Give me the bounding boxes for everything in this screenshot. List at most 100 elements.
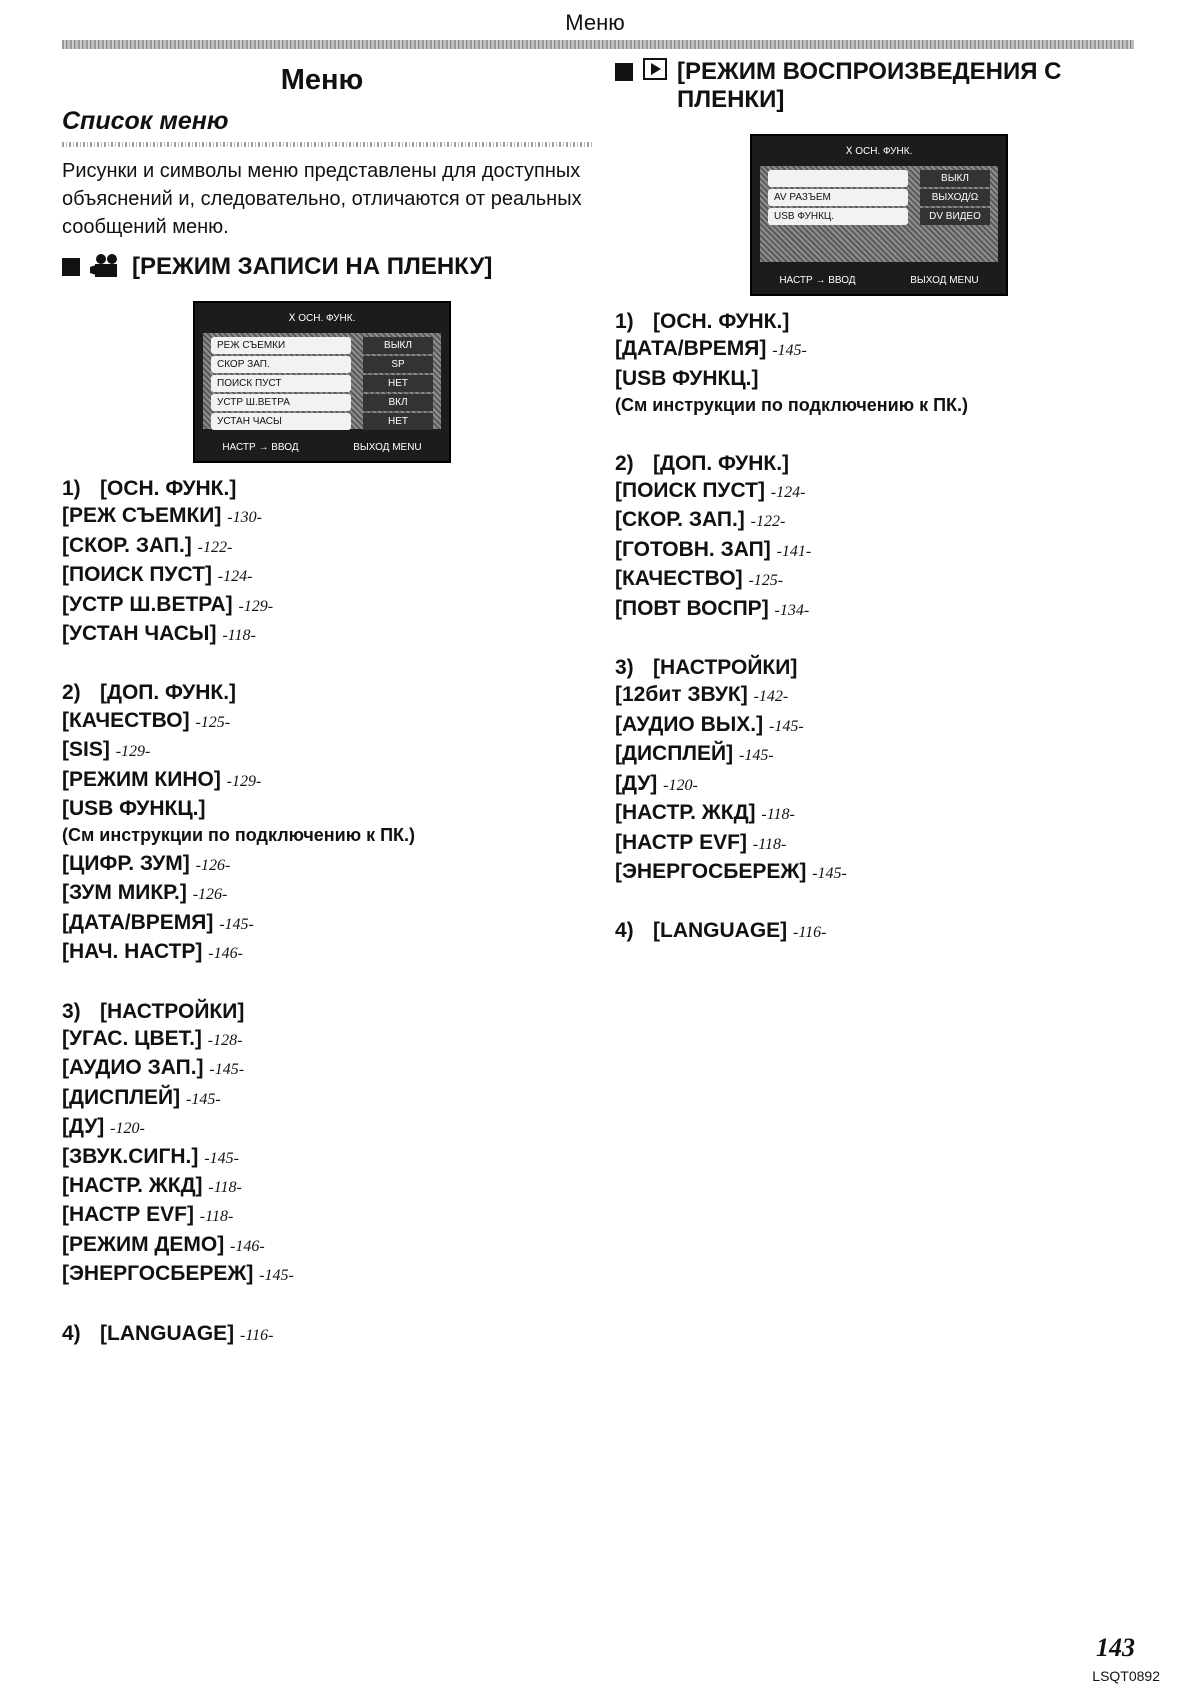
menu-item-label: [СКОР. ЗАП.] — [615, 508, 745, 532]
menu-item: [КАЧЕСТВО] -125- — [62, 707, 582, 736]
menu-item-label: [АУДИО ЗАП.] — [62, 1056, 204, 1080]
menu-group-heading: 3)[НАСТРОЙКИ] — [615, 654, 1155, 681]
menu-group-heading: 4)[LANGUAGE] -116- — [615, 917, 1155, 946]
menu-item-label: [ДУ] — [615, 771, 658, 795]
menu-item: [СКОР. ЗАП.] -122- — [62, 532, 582, 561]
page-ref: -125- — [748, 572, 784, 590]
page-ref: -142- — [753, 688, 789, 706]
group-number: 2) — [62, 681, 81, 705]
page-ref: -120- — [110, 1120, 145, 1138]
menu-item-label: [USB ФУНКЦ.] — [615, 366, 759, 390]
menu-item-label: [ПОИСК ПУСТ] — [62, 563, 212, 587]
menu-item: [12бит ЗВУК] -142- — [615, 681, 1155, 710]
page-ref: -145- — [768, 717, 804, 735]
menu-item-label: [НАСТР. ЖКД] — [62, 1173, 203, 1197]
screen-menu-value: DV ВИДЕО — [920, 208, 990, 225]
menu-item: [УГАС. ЦВЕТ.] -128- — [62, 1025, 582, 1054]
document-code: LSQT0892 — [1092, 1668, 1160, 1684]
menu-list-left: 1)[ОСН. ФУНК.][РЕЖ СЪЕМКИ] -130-[СКОР. З… — [62, 475, 582, 1349]
intro-text: Рисунки и символы меню представлены для … — [62, 160, 582, 238]
page-ref: -129- — [238, 597, 274, 615]
page-ref: -118- — [208, 1178, 242, 1196]
page-ref: -145- — [185, 1090, 221, 1108]
menu-item: [АУДИО ЗАП.] -145- — [62, 1054, 582, 1083]
menu-item-label: (См инструкции по подключению к ПК.) — [615, 395, 969, 416]
menu-item-label: [НАЧ. НАСТР] — [62, 940, 203, 964]
screen-footer-label: НАСТР → ВВОД — [222, 442, 299, 453]
page-ref: -129- — [115, 743, 151, 761]
menu-item: [УСТАН ЧАСЫ] -118- — [62, 620, 582, 649]
screen-menu-value: ВЫХОД/Ω — [920, 189, 990, 206]
menu-item-label: [ГОТОВН. ЗАП] — [615, 537, 771, 561]
menu-group: 2)[ДОП. ФУНК.][ПОИСК ПУСТ] -124-[СКОР. З… — [615, 450, 1155, 624]
menu-item-label: [КАЧЕСТВО] — [615, 567, 743, 591]
menu-item-label: [ДУ] — [62, 1115, 105, 1139]
screen-menu-row: СКОР ЗАП.SP — [211, 356, 433, 373]
page-ref: -126- — [195, 856, 231, 874]
page-ref: -130- — [227, 509, 262, 527]
menu-item-label: [ЦИФР. ЗУМ] — [62, 851, 190, 875]
page-ref: -122- — [750, 513, 786, 531]
section-heading-tape-play: [РЕЖИМ ВОСПРОИЗВЕДЕНИЯ С ПЛЕНКИ] — [615, 58, 1155, 114]
page-ref: -122- — [197, 538, 233, 556]
menu-item-label: [ДАТА/ВРЕМЯ] — [615, 337, 767, 361]
menu-item-label: [12бит ЗВУК] — [615, 683, 748, 707]
page-ref: -145- — [772, 342, 807, 360]
screen-menu-row: USB ФУНКЦ.DV ВИДЕО — [768, 208, 990, 225]
menu-group-heading: 3)[НАСТРОЙКИ] — [62, 998, 582, 1025]
page-number: 143 — [1096, 1633, 1135, 1662]
menu-item-label: [ЭНЕРГОСБЕРЕЖ] — [62, 1262, 254, 1286]
page-ref: -128- — [207, 1031, 243, 1049]
page-ref: -116- — [240, 1326, 274, 1344]
screen-title: Ⅹ ОСН. ФУНК. — [288, 313, 356, 324]
menu-group: 4)[LANGUAGE] -116- — [62, 1320, 582, 1349]
screen-menu-row: ВЫКЛ — [768, 170, 990, 187]
page-ref: -124- — [217, 568, 253, 586]
section-heading-tape-record: [РЕЖИМ ЗАПИСИ НА ПЛЕНКУ] — [62, 253, 582, 281]
menu-item-label: [УСТАН ЧАСЫ] — [62, 622, 217, 646]
bullet-square-icon — [615, 63, 633, 81]
menu-item-label: [USB ФУНКЦ.] — [62, 797, 206, 821]
group-title: [ДОП. ФУНК.] — [100, 681, 237, 705]
page-ref: -129- — [226, 772, 262, 790]
screen-footer-label: ВЫХОД MENU — [910, 275, 979, 286]
page-ref: -146- — [230, 1237, 265, 1255]
title-divider — [62, 142, 592, 147]
group-title: [LANGUAGE] — [653, 919, 788, 943]
menu-item: [СКОР. ЗАП.] -122- — [615, 506, 1155, 535]
menu-item: [ГОТОВН. ЗАП] -141- — [615, 536, 1155, 565]
menu-item: [ЦИФР. ЗУМ] -126- — [62, 850, 582, 879]
group-title: [ДОП. ФУНК.] — [653, 451, 790, 475]
page-ref: -118- — [761, 806, 795, 824]
page-ref: -118- — [752, 835, 787, 853]
page-ref: -145- — [738, 747, 774, 765]
page-ref: -145- — [219, 915, 254, 933]
menu-item-label: [СКОР. ЗАП.] — [62, 533, 192, 557]
group-number: 4) — [62, 1321, 81, 1345]
menu-item-label: [УСТР Ш.ВЕТРА] — [62, 592, 233, 616]
menu-item: [ДАТА/ВРЕМЯ] -145- — [62, 909, 582, 938]
menu-item: [ПОИСК ПУСТ] -124- — [615, 477, 1155, 506]
page-header-title: Меню — [565, 10, 625, 35]
group-number: 1) — [62, 477, 81, 500]
page-ref: -120- — [663, 776, 698, 794]
page-ref: -145- — [204, 1149, 239, 1167]
screen-menu-item: УСТАН ЧАСЫ — [211, 413, 351, 430]
page-ref: -141- — [776, 542, 812, 560]
menu-note: (См инструкции по подключению к ПК.) — [615, 392, 1155, 419]
screen-menu-item: РЕЖ СЪЕМКИ — [211, 337, 351, 354]
menu-group: 2) [ДОП. ФУНК.][КАЧЕСТВО] -125-[SIS] -129… — [62, 679, 582, 967]
menu-item-label: [ПОВТ ВОСПР] — [615, 596, 769, 620]
screen-menu-value: ВЫКЛ — [920, 170, 990, 187]
screen-footer-label: ВЫХОД MENU — [353, 442, 422, 453]
list-title: Список меню — [62, 107, 229, 135]
menu-item: [НАСТР. ЖКД] -118- — [62, 1172, 582, 1201]
screen-footer-label: НАСТР → ВВОД — [779, 275, 856, 286]
menu-group: 1)[ОСН. ФУНК.][РЕЖ СЪЕМКИ] -130-[СКОР. З… — [62, 475, 582, 649]
menu-item: [SIS] -129- — [62, 736, 582, 765]
page-ref: -118- — [222, 627, 256, 645]
page-ref: -145- — [259, 1267, 294, 1285]
page-ref: -116- — [793, 924, 827, 942]
